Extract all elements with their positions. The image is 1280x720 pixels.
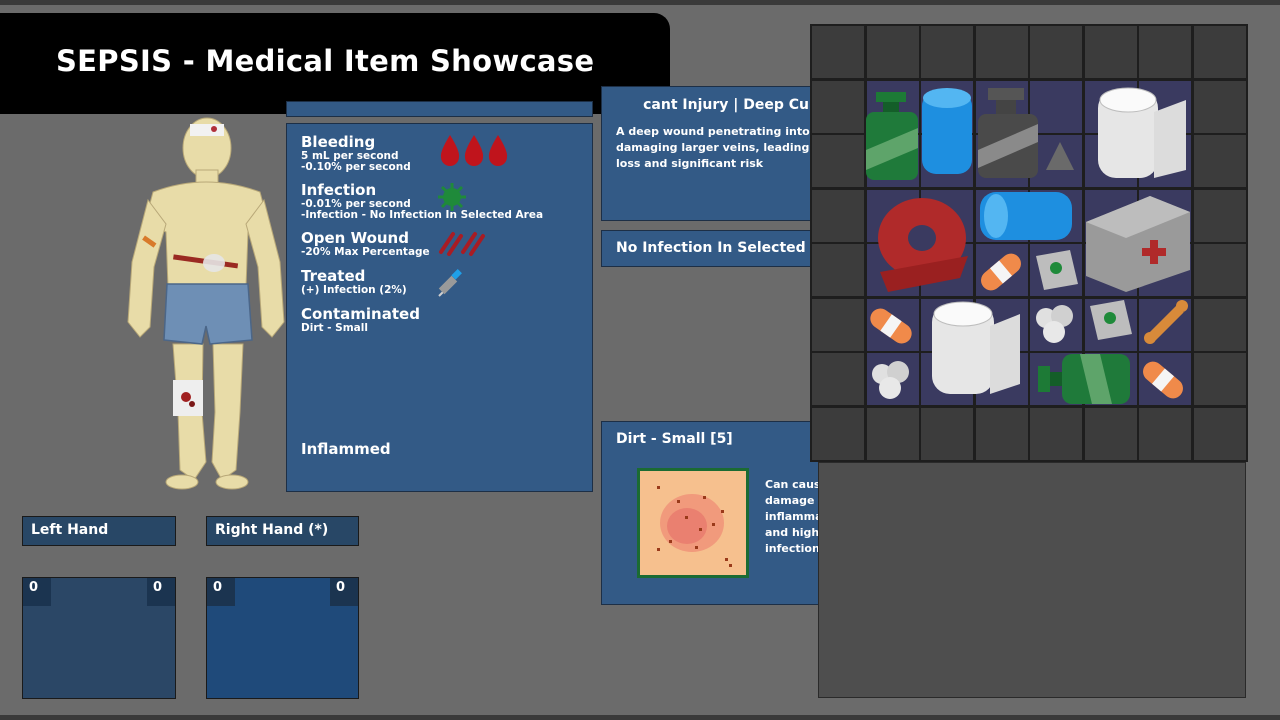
injury-title: cant Injury | Deep Cu [643, 97, 809, 113]
inventory-cell[interactable] [1084, 407, 1137, 460]
inventory-cell[interactable] [812, 135, 864, 187]
inventory-cell[interactable] [1193, 189, 1246, 242]
screen-top-border [0, 0, 1280, 5]
inventory-cell[interactable] [1030, 407, 1082, 460]
left-hand-count-left: 0 [23, 578, 51, 606]
status-bleeding: Bleeding 5 mL per second -0.10% per seco… [301, 133, 411, 173]
infection-panel: No Infection In Selected Ar [601, 230, 816, 267]
antiseptic-wipe-icon[interactable] [1090, 300, 1132, 340]
adhesive-bandage-icon[interactable] [866, 305, 915, 348]
inventory-cell[interactable] [866, 407, 919, 460]
inventory-cell[interactable] [812, 353, 864, 405]
inventory-cell[interactable] [866, 26, 919, 78]
blue-bandage-roll-icon[interactable] [922, 88, 972, 174]
status-line: Dirt - Small [301, 322, 368, 334]
infection-title: No Infection In Selected Ar [616, 240, 811, 256]
left-hand-slot[interactable]: 0 0 [22, 577, 176, 699]
claw-wound-icon [439, 232, 485, 256]
inventory-cell[interactable] [1193, 26, 1246, 78]
status-title: Bleeding [301, 133, 376, 151]
infection-title-clip: No Infection In Selected Ar [616, 240, 811, 260]
description-line: loss and significant risk [616, 157, 764, 170]
status-line: -0.10% per second [301, 161, 411, 173]
injury-title-clip: cant Injury | Deep Cu [602, 97, 815, 117]
right-hand-count-left: 0 [207, 578, 235, 606]
disinfectant-bottle-icon[interactable] [866, 92, 918, 180]
inventory-cell[interactable] [1030, 26, 1082, 78]
status-header-strip [286, 101, 593, 117]
cotton-ball-icon[interactable] [1036, 305, 1073, 343]
screen-bottom-border [0, 715, 1280, 720]
inventory-cell[interactable] [812, 189, 864, 242]
description-line: damaging larger veins, leading to [616, 141, 814, 154]
page-title: SEPSIS - Medical Item Showcase [56, 44, 595, 78]
bone-splint-icon[interactable] [1144, 300, 1188, 344]
gauze-roll-icon[interactable] [932, 301, 1020, 394]
inventory-cell[interactable] [812, 298, 864, 351]
status-line: -Infection - No Infection In Selected Ar… [301, 209, 544, 221]
description-line: A deep wound penetrating into m [616, 125, 814, 138]
inventory-cell[interactable] [1193, 244, 1246, 296]
syringe-icon [438, 269, 462, 297]
germ-icon [438, 183, 466, 211]
status-line: -20% Max Percentage [301, 246, 430, 258]
gauze-roll-icon[interactable] [1098, 87, 1186, 178]
description-line: infection [765, 542, 820, 555]
right-hand-label: Right Hand (*) [206, 516, 359, 546]
inventory-items [866, 87, 1190, 404]
inventory-lower-area [818, 462, 1246, 698]
status-contaminated: Contaminated Dirt - Small [301, 305, 420, 334]
inventory-cell[interactable] [812, 26, 864, 78]
inventory-cell[interactable] [975, 407, 1028, 460]
body-figure[interactable] [118, 112, 294, 494]
status-line: -0.01% per second [301, 198, 411, 210]
status-treated: Treated (+) Infection (2%) [301, 267, 407, 296]
adhesive-bandage-icon[interactable] [1139, 358, 1187, 403]
inventory-cell[interactable] [921, 26, 973, 78]
inventory-cell[interactable] [1193, 298, 1246, 351]
status-open-wound: Open Wound -20% Max Percentage [301, 229, 430, 258]
inventory-cell[interactable] [1193, 407, 1246, 460]
status-line: (+) Infection (2%) [301, 284, 407, 296]
left-hand-label: Left Hand [22, 516, 176, 546]
injury-panel: cant Injury | Deep Cu A deep wound penet… [601, 86, 816, 221]
cotton-ball-icon[interactable] [872, 361, 909, 399]
blue-bandage-roll-icon[interactable] [980, 192, 1072, 240]
inventory-cell[interactable] [812, 244, 864, 296]
inventory-cell[interactable] [1139, 26, 1191, 78]
inventory-cell[interactable] [1193, 80, 1246, 133]
inventory-cell[interactable] [1139, 407, 1191, 460]
dirt-sample-icon [637, 468, 749, 578]
status-title: Contaminated [301, 305, 420, 323]
right-hand-count-right: 0 [330, 578, 358, 606]
antiseptic-wipe-icon[interactable] [1036, 250, 1078, 290]
inflamed-label: Inflammed [301, 440, 391, 458]
status-title: Infection [301, 181, 377, 199]
disinfectant-bottle-icon[interactable] [1038, 354, 1130, 404]
inventory-cell[interactable] [975, 26, 1028, 78]
left-hand-count-right: 0 [147, 578, 175, 606]
inventory-cell[interactable] [812, 80, 864, 133]
status-infection: Infection -0.01% per second -Infection -… [301, 181, 543, 221]
red-tape-roll-icon[interactable] [878, 198, 968, 292]
right-hand-slot[interactable]: 0 0 [206, 577, 359, 699]
inventory-cell[interactable] [1193, 135, 1246, 187]
inventory-cell[interactable] [812, 407, 864, 460]
gray-bottle-icon[interactable] [978, 88, 1074, 178]
adhesive-bandage-icon[interactable] [977, 250, 1025, 295]
medical-crate-icon[interactable] [1086, 196, 1190, 292]
status-panel: Bleeding 5 mL per second -0.10% per seco… [286, 123, 593, 492]
inventory-cell[interactable] [1030, 80, 1082, 133]
inventory-cell[interactable] [1193, 353, 1246, 405]
contaminant-title: Dirt - Small [5] [616, 431, 733, 447]
inventory-cell[interactable] [1084, 26, 1137, 78]
status-title: Open Wound [301, 229, 409, 247]
status-title: Treated [301, 267, 366, 285]
blood-drops-icon [440, 135, 508, 166]
inventory-cell[interactable] [921, 407, 973, 460]
title-banner [0, 13, 670, 114]
injury-description: A deep wound penetrating into m damaging… [616, 124, 814, 172]
status-line: 5 mL per second [301, 150, 399, 162]
